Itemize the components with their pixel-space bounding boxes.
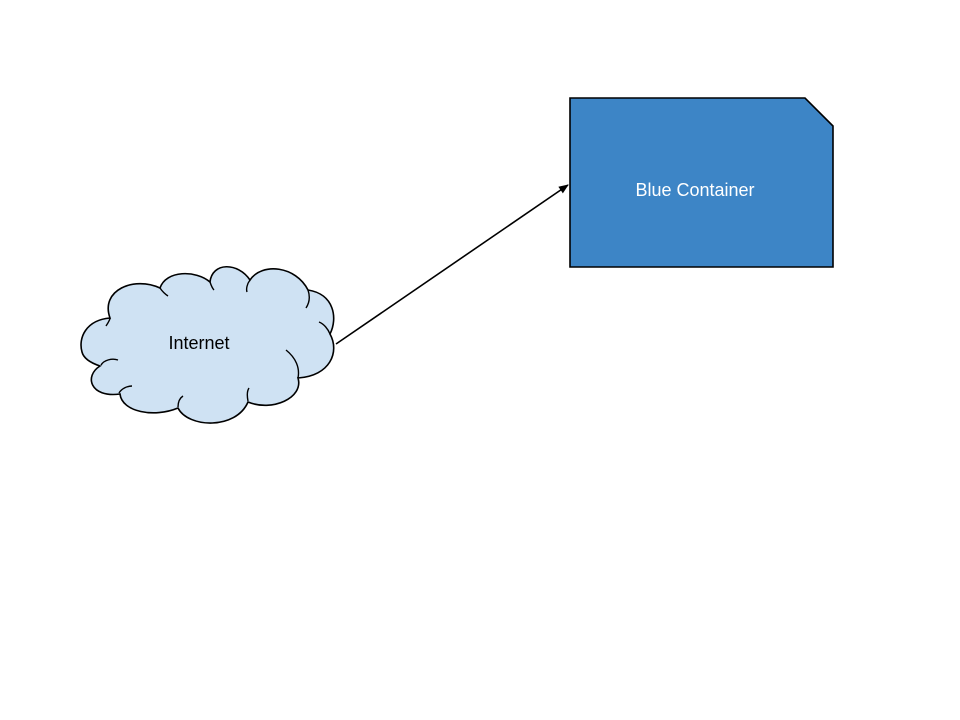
edge-internet-to-blue-container[interactable] [335, 184, 569, 345]
internet-cloud-detail [100, 279, 331, 408]
internet-cloud-node[interactable]: Internet [80, 266, 335, 424]
blue-container-label: Blue Container [635, 180, 754, 200]
blue-container-node[interactable]: Blue Container [569, 97, 834, 268]
internet-label: Internet [168, 333, 229, 353]
blue-container-shape [569, 97, 834, 268]
